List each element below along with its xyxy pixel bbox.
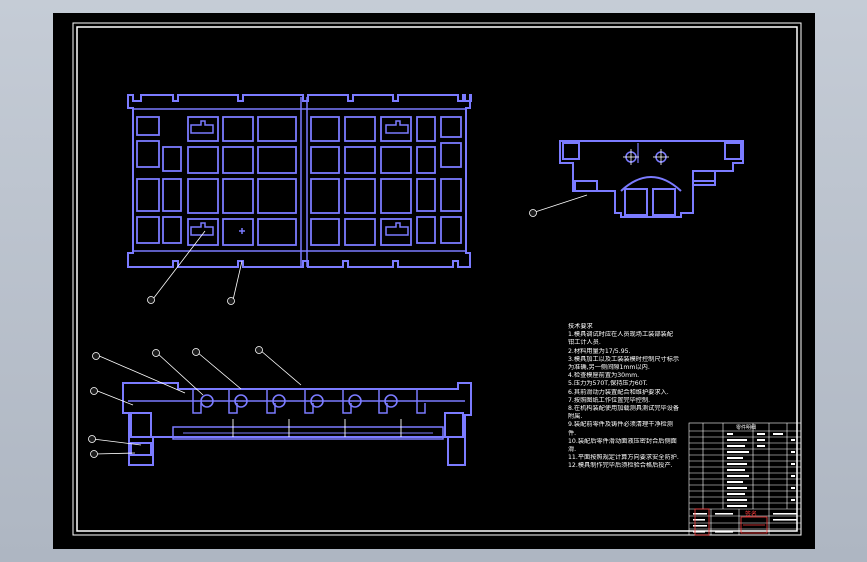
front-view	[122, 382, 472, 466]
parts-table-title: 零件明细	[736, 424, 756, 431]
note-line: 12.模具制作完毕后须检验合格后投产.	[568, 462, 673, 470]
note-line: 5.压力为570T,保持压力60T.	[568, 380, 648, 388]
note-line: 滑.	[568, 446, 577, 454]
note-line: 4.检查模座前置为30mm.	[568, 372, 640, 380]
note-line: 件.	[568, 429, 577, 437]
title-block	[688, 422, 802, 536]
balloons	[88, 209, 537, 458]
side-view	[559, 140, 744, 218]
title-block-highlight	[694, 508, 768, 536]
note-line: 6.其前滑动力装置配合和维护要求入.	[568, 388, 669, 396]
note-line: 9.装配前零件及铸件必须清理干净检测	[568, 421, 673, 429]
note-line: 为准确,另一侧间隙1mm以内.	[568, 364, 650, 372]
note-line: 10.装配后零件滑动面液压密封合后侧面	[568, 437, 677, 445]
outer-frame	[72, 22, 802, 536]
stamp-label: 签名	[745, 510, 757, 518]
leader-lines	[92, 194, 588, 455]
inner-frame	[76, 26, 798, 532]
plan-view	[127, 94, 472, 268]
note-line: 钳工计人员.	[568, 339, 601, 347]
note-line: 7.按照图纸工作位置完毕控制.	[568, 396, 651, 404]
note-line: 8.在机构装配使用加载测具测试完毕设备	[568, 405, 680, 413]
notes-title: 技术要求	[568, 323, 593, 330]
drawing-sheet: 零件明细 签名 技术要求 1.模具调试时应在人员现场工装部装配 钳工计人员. 2…	[53, 13, 815, 549]
note-line: 附属.	[568, 413, 583, 421]
note-line: 1.模具调试时应在人员现场工装部装配	[568, 331, 673, 339]
technical-notes: 技术要求 1.模具调试时应在人员现场工装部装配 钳工计人员. 2.材料用量为17…	[568, 323, 738, 471]
note-line: 2.材料用量为17/5.95.	[568, 347, 631, 355]
cad-drawing: 零件明细 签名	[72, 22, 802, 536]
note-line: 3.模具加工以及工装装模时控制尺寸标示	[568, 355, 680, 363]
title-block-fill	[693, 433, 797, 533]
note-line: 11.平面按照规定计算方向要求安全防护.	[568, 454, 679, 462]
